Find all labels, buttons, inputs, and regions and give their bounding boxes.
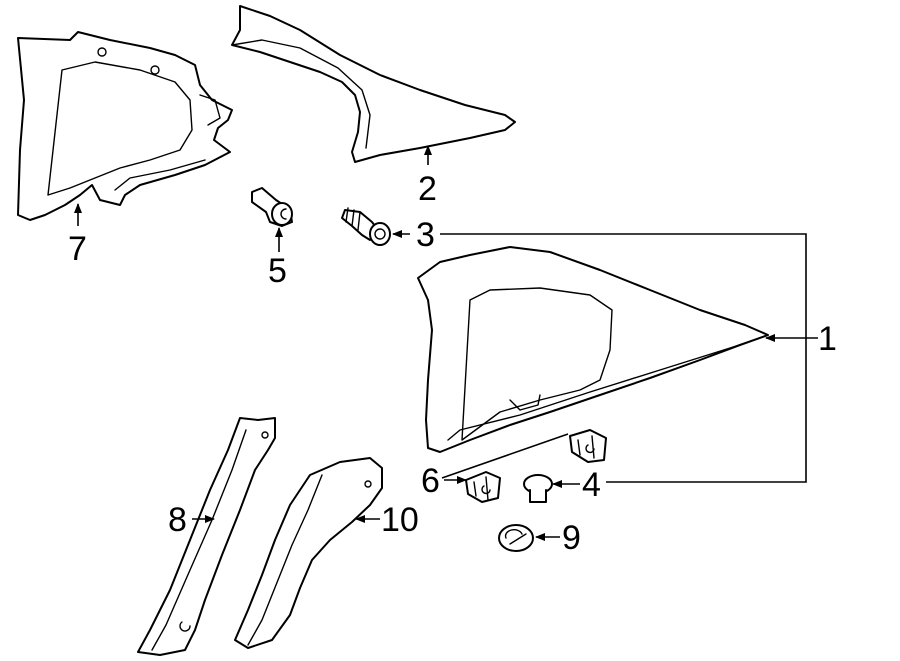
part-1-quarter-trim-panel (417, 246, 769, 453)
part-3-screw (341, 207, 391, 246)
part-6-clip-lower (465, 471, 501, 503)
callout-9: 9 (562, 519, 581, 557)
part-6-clip-upper (569, 429, 607, 463)
part-9-nut (498, 524, 534, 552)
bracket-1 (440, 233, 807, 483)
part-8-pillar-molding (137, 417, 276, 656)
callout-1: 1 (818, 320, 837, 358)
part-4-push-pin (523, 474, 553, 503)
callout-4: 4 (582, 466, 601, 504)
callout-8: 8 (168, 501, 187, 539)
part-5-fastener (251, 187, 293, 227)
part-2-pillar-trim (231, 5, 516, 163)
callout-2: 2 (418, 170, 437, 208)
callout-6: 6 (421, 462, 440, 500)
leader-lines (74, 145, 818, 541)
callout-numbers: 1 2 3 4 5 6 7 8 9 10 (68, 170, 837, 557)
callout-10: 10 (381, 501, 419, 539)
callout-7: 7 (68, 230, 87, 268)
leader-6-upper (441, 433, 569, 479)
callout-5: 5 (268, 252, 287, 290)
callout-3: 3 (416, 216, 435, 254)
part-10-pillar-trim (234, 457, 383, 649)
part-7-quarter-inner-trim (17, 31, 233, 221)
